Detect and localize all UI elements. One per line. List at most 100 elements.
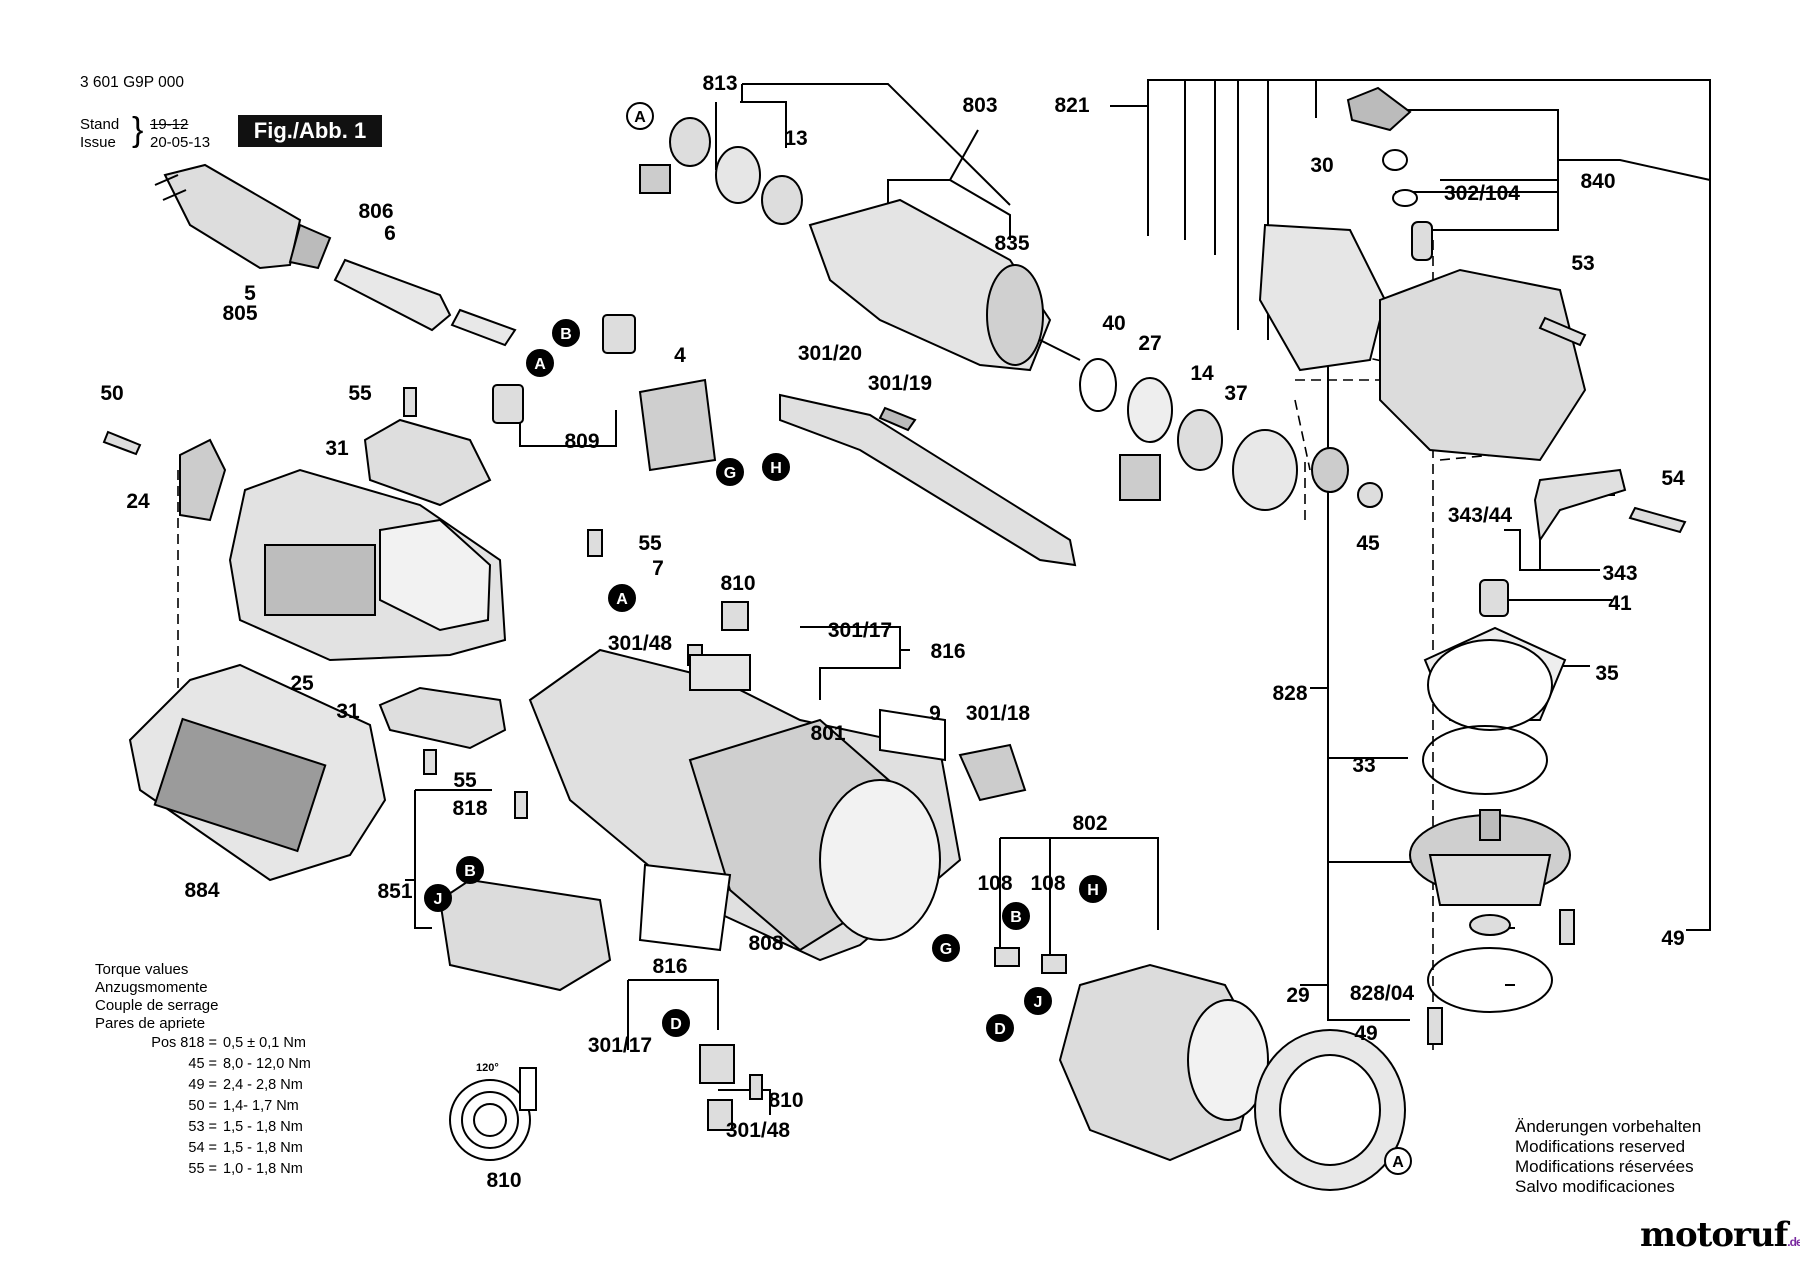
stand-label: Stand xyxy=(80,116,120,133)
torque-value: 1,5 - 1,8 Nm xyxy=(223,1140,303,1156)
part-label: 818 xyxy=(452,797,487,820)
torque-pos: 53 = xyxy=(188,1119,217,1135)
part-label: 301/19 xyxy=(868,372,932,395)
connector-circle xyxy=(932,934,960,962)
torque-value: 2,4 - 2,8 Nm xyxy=(223,1077,303,1093)
torque-pos: 55 = xyxy=(188,1161,217,1177)
change-notes: Änderungen vorbehalten Modifications res… xyxy=(1515,1117,1701,1197)
part-label: 55 xyxy=(348,382,372,405)
oring-part xyxy=(1392,189,1418,207)
oring-part xyxy=(1427,947,1553,1013)
circlip-part xyxy=(1079,358,1117,412)
part-label: 49 xyxy=(1661,927,1684,950)
connector-letter: G xyxy=(940,941,952,958)
brush-part xyxy=(639,164,671,194)
torque-row: 45 =8,0 - 12,0 Nm xyxy=(95,1054,311,1075)
pin-part xyxy=(1411,221,1433,261)
brush-part xyxy=(1119,454,1161,501)
connector-letter: B xyxy=(1010,909,1022,926)
connector-marker: A xyxy=(626,102,654,130)
holder-part xyxy=(958,743,1027,802)
gear-frame-part xyxy=(528,648,962,962)
torque-title-de: Anzugsmomente xyxy=(95,979,208,996)
part-label: 801 xyxy=(810,722,845,745)
connector-marker: A xyxy=(608,584,636,612)
gear-cover-part xyxy=(1258,223,1387,372)
part-label: 805 xyxy=(222,302,257,325)
part-label: 25 xyxy=(290,672,314,695)
connector-marker: H xyxy=(762,453,790,481)
part-label: 816 xyxy=(652,955,687,978)
connector-marker: G xyxy=(932,934,960,962)
angle-label: 120° xyxy=(476,1062,499,1074)
motor-housing-part xyxy=(228,468,507,662)
connector-letter: J xyxy=(1034,994,1043,1011)
connector-circle xyxy=(716,458,744,486)
connector-circle xyxy=(1024,987,1052,1015)
fan-baffle-part xyxy=(1254,1029,1406,1191)
part-label: 813 xyxy=(702,72,737,95)
connector-circle xyxy=(626,102,654,130)
spring-part xyxy=(878,406,917,432)
part-label: 301/18 xyxy=(966,702,1031,725)
part-label: 45 xyxy=(1356,532,1380,555)
leader-lines xyxy=(405,79,1711,1115)
part-label: 7 xyxy=(652,557,664,580)
part-label: 803 xyxy=(962,94,997,117)
connector-letter: A xyxy=(1392,1154,1404,1171)
part-label: 301/48 xyxy=(726,1119,791,1142)
connector-circle xyxy=(526,349,554,377)
torque-value: 1,5 - 1,8 Nm xyxy=(223,1119,303,1135)
connector-letter: H xyxy=(770,460,782,477)
connector-letter: D xyxy=(670,1016,682,1033)
part-label: 31 xyxy=(336,700,360,723)
torque-value: 8,0 - 12,0 Nm xyxy=(223,1056,311,1072)
bearing-part xyxy=(761,175,803,225)
part-label: 821 xyxy=(1054,94,1089,117)
oring-part xyxy=(1422,725,1548,795)
cover-part xyxy=(363,418,492,507)
part-label: 884 xyxy=(184,879,219,902)
torque-title-fr: Couple de serrage xyxy=(95,997,219,1014)
part-label: 31 xyxy=(325,437,349,460)
connector-circle xyxy=(986,1014,1014,1042)
connector-circle xyxy=(662,1009,690,1037)
torque-row: Pos 818 =0,5 ± 0,1 Nm xyxy=(95,1033,311,1054)
note-de: Änderungen vorbehalten xyxy=(1515,1117,1702,1136)
switch-part xyxy=(638,378,717,472)
connector-marker: J xyxy=(424,884,452,912)
note-fr: Modifications réservées xyxy=(1515,1157,1694,1176)
part-label: 809 xyxy=(564,430,599,453)
part-label: 301/17 xyxy=(588,1034,652,1057)
label-plate-part xyxy=(638,863,732,952)
part-label: 808 xyxy=(748,932,783,955)
part-label: 810 xyxy=(768,1089,803,1112)
brush-part xyxy=(707,1099,733,1131)
part-number: 3 601 G9P 000 xyxy=(80,74,184,91)
torque-pos: 49 = xyxy=(188,1077,217,1093)
torque-row: 53 = 1,5 - 1,8 Nm xyxy=(95,1117,311,1138)
connector-circle xyxy=(608,584,636,612)
torque-value: 1,0 - 1,8 Nm xyxy=(223,1161,303,1177)
part-label: 108 xyxy=(1030,872,1065,895)
terminal-block-part xyxy=(602,314,636,354)
part-label: 49 xyxy=(1354,1022,1377,1045)
brand-name: motoruf xyxy=(1640,1215,1788,1255)
connector-circle xyxy=(552,319,580,347)
brand-tld: .de xyxy=(1787,1235,1800,1249)
connector-letter: H xyxy=(1087,882,1099,899)
part-label: 40 xyxy=(1102,312,1125,335)
connector-letter: D xyxy=(994,1021,1006,1038)
part-label: 50 xyxy=(100,382,123,405)
part-label: 54 xyxy=(1661,467,1685,490)
screw-cover-part xyxy=(179,438,227,522)
part-label: 301/17 xyxy=(828,619,892,642)
lever-part xyxy=(779,393,1077,567)
gear-housing-part xyxy=(1379,268,1587,462)
connector-letter: B xyxy=(560,326,572,343)
part-label: 41 xyxy=(1608,592,1632,615)
bevel-gear-part xyxy=(1409,809,1571,936)
torque-pos: Pos 818 = xyxy=(151,1035,217,1051)
